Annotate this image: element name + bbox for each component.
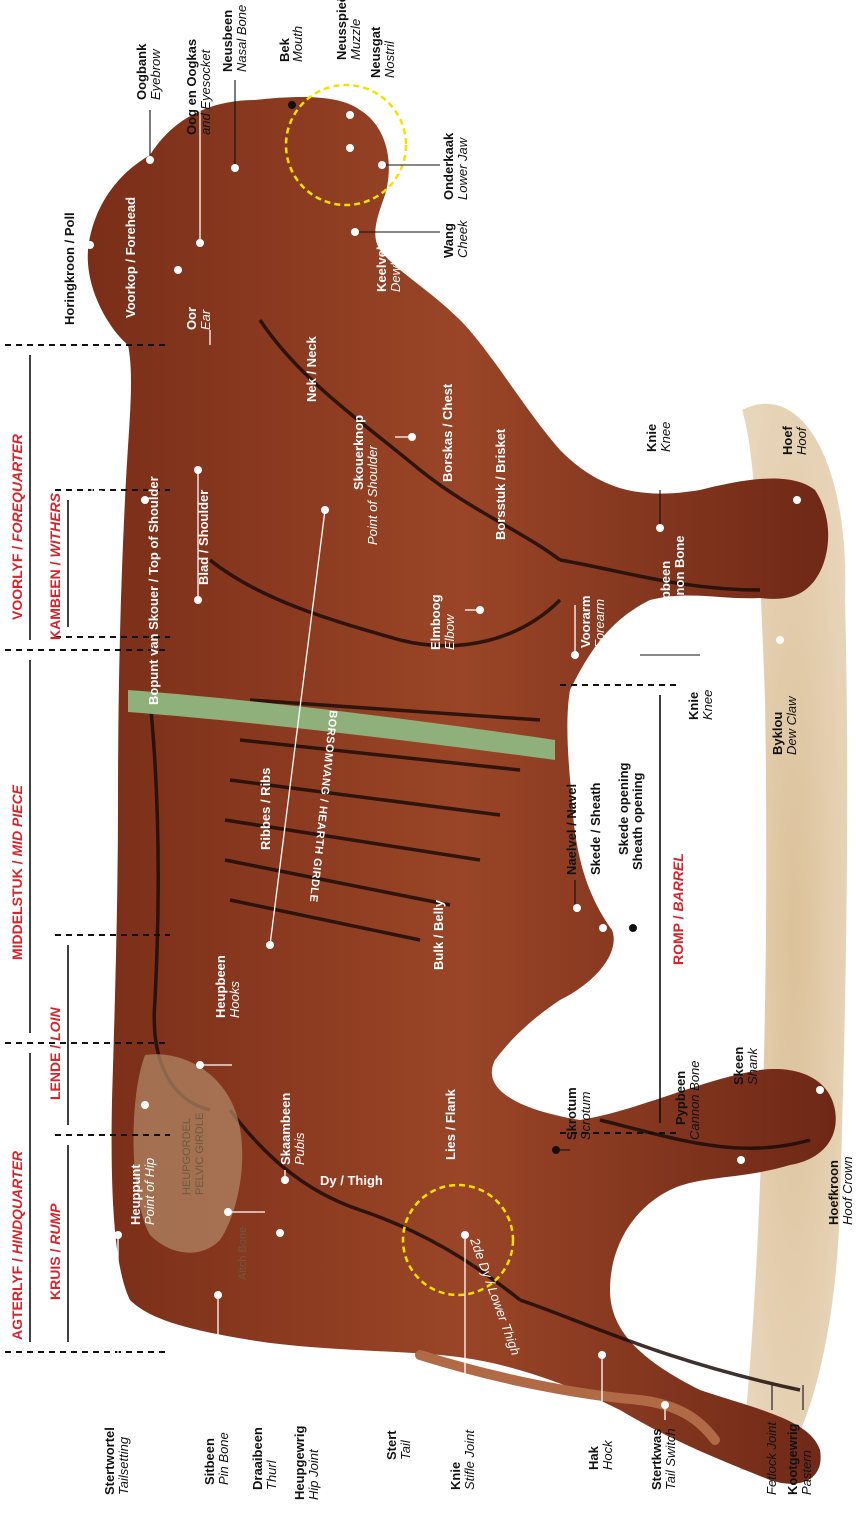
label-scrotum: Scrotum	[578, 1091, 593, 1140]
label-hoof-crown: Hoof Crown	[840, 1156, 855, 1225]
label-pin-bone: Pin Bone	[216, 1432, 231, 1485]
label-blad: Blad / Shoulder	[196, 490, 211, 585]
label-pypbeen-front: Pypbeen	[658, 561, 673, 615]
label-lies: Lies / Flank	[443, 1088, 458, 1160]
section-lende: LENDE / LOIN	[47, 1007, 63, 1100]
label-sitbeen: Sitbeen	[202, 1438, 217, 1485]
pelvic-girdle-en: PELVIC GIRDLE	[194, 1113, 206, 1195]
label-eyesocket: and Eyesocket	[198, 48, 213, 135]
label-stertkwas: Stertkwas	[649, 1429, 664, 1490]
section-kambeen: KAMBEEN / WITHERS	[47, 492, 63, 640]
label-kootgewrig: Kootgewrig	[785, 1423, 800, 1495]
label-forearm: Forearm	[592, 599, 607, 648]
label-borsstuk: Borsstuk / Brisket	[493, 428, 508, 540]
label-skeen: Skeen	[731, 1047, 746, 1085]
label-oogbank: Oogbank	[134, 43, 149, 100]
label-voorarm: Voorarm	[578, 596, 593, 649]
label-tailsetting: Tailsetting	[116, 1436, 131, 1495]
label-fetlock: Fetlock Joint	[764, 1421, 779, 1495]
label-knee-front2: Knee	[700, 690, 715, 720]
label-cannon-bone-rear: Cannon Bone	[687, 1060, 702, 1140]
label-skol: Skol / Hump	[92, 490, 107, 565]
label-borskas: Borskas / Chest	[440, 383, 455, 482]
label-stifle-joint: Stifle Joint	[462, 1429, 477, 1490]
pelvic-girdle-af: HEUPGORDEL	[181, 1118, 193, 1195]
label-dew-claw: Dew Claw	[784, 695, 799, 755]
label-pypbeen-rear: Pypbeen	[673, 1071, 688, 1125]
label-stertwortel: Stertwortel	[102, 1427, 117, 1495]
label-naelvel: Naelvel / Navel	[564, 784, 579, 875]
label-knie-rear: Knie	[448, 1462, 463, 1490]
label-oor: Oor	[184, 307, 199, 330]
label-hak: Hak	[586, 1445, 601, 1470]
cattle-body	[88, 97, 836, 1484]
label-oog: Oog en Oogkas	[184, 39, 199, 135]
label-hoof: Hoof	[794, 426, 809, 455]
label-pastern: Pastern	[799, 1450, 814, 1495]
label-cannon-bone-front: Cannon Bone	[672, 536, 687, 621]
label-neusgat: Neusgat	[368, 26, 383, 78]
label-ear: Ear	[198, 309, 213, 330]
label-heuppunt: Heuppunt	[128, 1164, 143, 1225]
label-shank: Shank	[745, 1047, 760, 1085]
section-voorlyf: VOORLYF / FOREQUARTER	[9, 433, 25, 620]
label-bulk: Bulk / Belly	[431, 899, 446, 970]
section-middelstuk: MIDDELSTUK / MID PIECE	[9, 784, 25, 960]
label-hip-joint: Hip Joint	[306, 1448, 321, 1500]
label-ribbes: Ribbes / Ribs	[258, 768, 273, 850]
label-horingkroon: Horingkroon / Poll	[62, 212, 77, 325]
label-neusspieel: Neusspieël	[334, 0, 349, 60]
label-point-of-hip: Point of Hip	[142, 1158, 157, 1225]
label-draaibeen: Draaibeen	[250, 1427, 265, 1490]
label-bopunt: Bopunt van Skouer / Top of Shoulder	[146, 476, 161, 705]
label-nostril: Nostril	[382, 40, 397, 78]
label-hooks: Hooks	[227, 981, 242, 1018]
label-thurl: Thurl	[264, 1459, 279, 1490]
label-eyebrow: Eyebrow	[148, 48, 163, 100]
label-lower-jaw: Lower Jaw	[455, 136, 470, 200]
label-stert: Stert	[384, 1430, 399, 1460]
label-heupbeen: Heupbeen	[213, 955, 228, 1018]
label-cheek: Cheek	[455, 219, 470, 258]
label-muzzle: Muzzle	[348, 19, 363, 60]
label-onderkaak: Onderkaak	[441, 132, 456, 200]
section-agterlyf: AGTERLYF / HINDQUARTER	[9, 1150, 25, 1340]
label-heupgewrig: Heupgewrig	[292, 1426, 307, 1500]
label-point-of-shoulder: Point of Shoulder	[365, 445, 380, 545]
label-skaambeen: Skaambeen	[278, 1093, 293, 1165]
label-tail-switch: Tail Switch	[663, 1428, 678, 1490]
label-keelvel: Keelvel	[374, 246, 389, 292]
label-sheath-opening: Sheath opening	[630, 772, 645, 870]
label-pubis: Pubis	[292, 1132, 307, 1165]
label-mouth: Mouth	[290, 26, 305, 62]
label-byklou: Byklou	[770, 712, 785, 755]
label-hock: Hock	[600, 1439, 615, 1470]
label-elbow: Elbow	[442, 613, 457, 650]
label-knie-front2: Knie	[686, 692, 701, 720]
label-neusbeen: Neusbeen	[220, 10, 235, 72]
label-hoefkroon: Hoefkroon	[826, 1160, 841, 1225]
label-nek: Nek / Neck	[304, 335, 319, 402]
label-skede-opening: Skede opening	[616, 762, 631, 855]
label-dy: Dy / Thigh	[320, 1173, 383, 1188]
label-tail: Tail	[398, 1439, 413, 1460]
label-skede: Skede / Sheath	[588, 782, 603, 875]
label-skouerknop: Skouerknop	[351, 415, 366, 490]
aitch-bone-label: Aitch Bone	[237, 1227, 249, 1280]
section-romp: ROMP / BARREL	[670, 853, 686, 965]
male-symbol-icon	[480, 10, 817, 350]
label-knie-front: Knie	[644, 424, 659, 452]
label-knee-front: Knee	[658, 422, 673, 452]
label-voorkop: Voorkop / Forehead	[123, 197, 138, 318]
label-wang: Wang	[441, 223, 456, 258]
label-dewlap: Dewlap	[388, 249, 403, 292]
label-nasal-bone: Nasal Bone	[234, 5, 249, 72]
section-kruis: KRUIS / RUMP	[47, 1203, 63, 1300]
label-elmboog: Elmboog	[428, 594, 443, 650]
label-skrotum: Skrotum	[564, 1087, 579, 1140]
label-hoef: Hoef	[780, 425, 795, 455]
